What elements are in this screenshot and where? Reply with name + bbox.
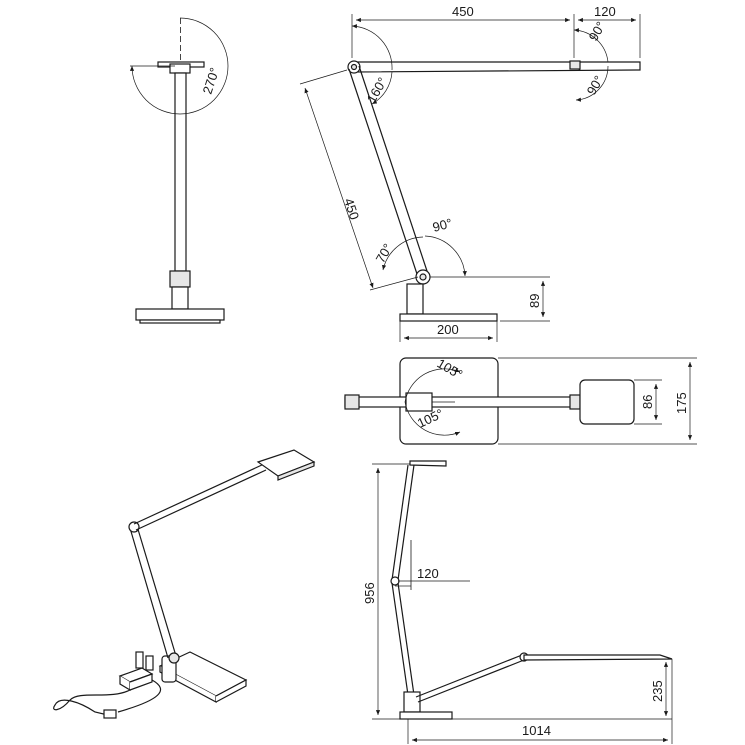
perspective-view [53,449,316,719]
dim-angle-head-down: 90° [584,73,607,98]
dim-low-height: 235 [650,680,665,702]
dim-top-width: 450 [452,4,474,19]
dim-base-width: 200 [437,322,459,337]
dim-base-depth: 175 [674,392,689,414]
dim-angle-rotation: 270° [200,66,223,96]
dim-head-depth: 86 [640,395,655,409]
side-view [299,14,641,342]
dim-max-height: 956 [362,582,377,604]
extension-view [372,460,673,744]
plan-view [344,357,697,445]
dim-top-head: 120 [594,4,616,19]
front-view [129,17,229,324]
dim-angle-head-up: 90° [586,19,609,44]
dim-base-height: 89 [527,294,542,308]
dim-angle-base-left: 70° [373,241,396,266]
dim-elbow-offset: 120 [417,566,439,581]
dim-angle-base-right: 90° [431,215,454,235]
dim-lower-arm: 450 [341,196,362,221]
dim-max-reach: 1014 [522,723,551,738]
